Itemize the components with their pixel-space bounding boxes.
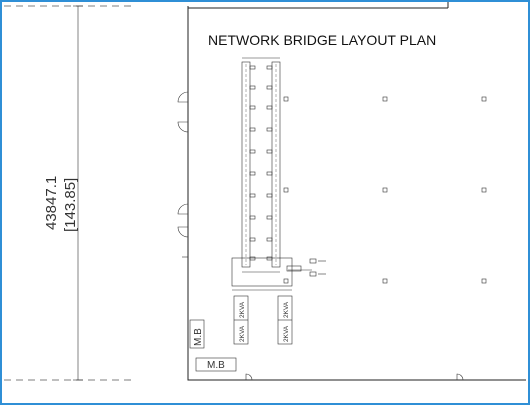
dimension-value-alt: [143.85] xyxy=(62,178,79,232)
door-swings xyxy=(177,91,464,381)
ups-label: 2KVA xyxy=(239,301,246,318)
ups-label: 2KVA xyxy=(283,325,290,342)
ups-label: 2KVA xyxy=(239,325,246,342)
main-board-vertical: M.B xyxy=(189,319,205,349)
mb-label: M.B xyxy=(193,328,204,346)
building-outline xyxy=(187,2,526,381)
ups-unit-right: 2KVA 2KVA xyxy=(277,295,293,345)
rack-units xyxy=(249,65,273,261)
ups-label: 2KVA xyxy=(283,301,290,318)
plan-title: NETWORK BRIDGE LAYOUT PLAN xyxy=(208,32,436,48)
rack-row-left xyxy=(241,61,251,268)
dimension-value: 43847.1 xyxy=(43,176,60,230)
main-board-horizontal: M.B xyxy=(195,357,237,372)
rack-aisle xyxy=(231,57,312,291)
dimension-annotation: 43847.1 [143.85] xyxy=(4,5,132,381)
rack-row-right xyxy=(271,61,281,268)
ups-unit-left: 2KVA 2KVA xyxy=(233,295,249,345)
mb-label: M.B xyxy=(207,360,225,371)
aisle-equipment xyxy=(309,258,326,277)
column-grid xyxy=(283,96,487,284)
